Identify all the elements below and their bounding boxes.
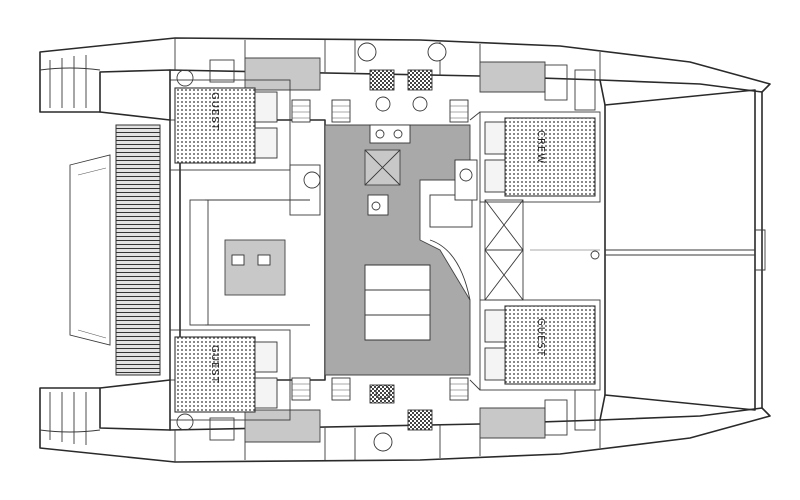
saloon-table bbox=[224, 239, 286, 296]
cabin-label-bottom-left: GUEST bbox=[209, 345, 220, 384]
cabin-bottom-right: GUEST bbox=[479, 299, 601, 391]
cabin-top-left: GUEST bbox=[169, 79, 291, 171]
top-hull-interior bbox=[174, 38, 601, 123]
midship-seating bbox=[429, 159, 524, 301]
berth-bottom-right bbox=[504, 305, 596, 385]
bottom-hull-interior bbox=[174, 377, 601, 462]
berth-top-left bbox=[174, 87, 256, 164]
berth-bottom-left bbox=[174, 336, 256, 413]
aft-steps bbox=[115, 124, 161, 376]
foredeck bbox=[530, 89, 766, 411]
aft-cockpit bbox=[69, 119, 181, 381]
galley bbox=[324, 124, 471, 376]
cabin-bottom-left: GUEST bbox=[169, 329, 291, 421]
cabin-label-top-left: GUEST bbox=[209, 92, 220, 131]
berth-top-right bbox=[504, 117, 596, 197]
cabin-label-bottom-right: GUEST bbox=[535, 318, 546, 357]
bulkheads bbox=[169, 69, 606, 431]
cabin-label-top-right: CREW bbox=[535, 130, 546, 164]
cabin-top-right: CREW bbox=[479, 111, 601, 203]
